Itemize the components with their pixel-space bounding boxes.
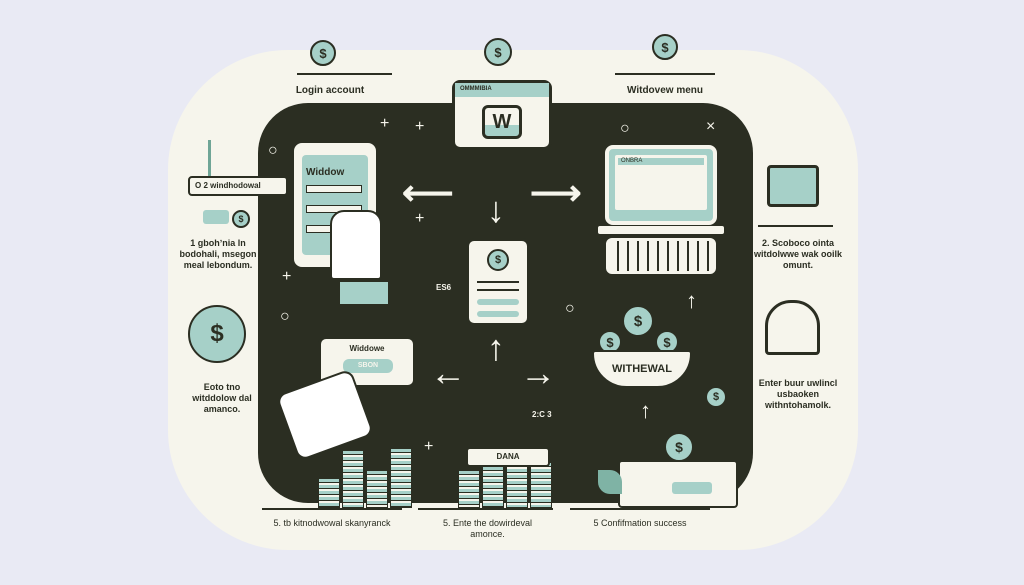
- card-title: Widdowe: [349, 344, 385, 353]
- divider: [418, 508, 553, 510]
- coin-stack: [458, 470, 480, 508]
- banknote-icon: [618, 460, 738, 508]
- laptop-screen: ONBRA: [605, 145, 717, 225]
- speech-bubble: O 2 windhodowal: [188, 176, 288, 196]
- divider: [262, 508, 402, 510]
- coin-icon: $: [664, 432, 694, 462]
- divider: [297, 73, 392, 75]
- step5a-text: 5. tb kitnodwowal skanyranck: [273, 518, 391, 528]
- arrow-left-icon: ⟵: [402, 172, 454, 213]
- plus-icon: +: [380, 115, 390, 132]
- box-label: DANA: [496, 452, 520, 461]
- arrow-right-icon: ⟶: [530, 172, 582, 213]
- pot-icon: [203, 210, 229, 224]
- divider: [615, 73, 715, 75]
- coin-stack: [390, 448, 412, 508]
- desktop-icon: [767, 165, 819, 207]
- coin-stack: [366, 470, 388, 508]
- coin-icon: $: [484, 38, 512, 66]
- divider: [570, 508, 710, 510]
- speech-bubble-text: O 2 windhodowal: [195, 181, 261, 190]
- coin-stack: [530, 462, 552, 508]
- arrow-right-icon: →: [520, 352, 556, 393]
- phone-title: Widdow: [306, 167, 345, 178]
- step1-text: 1 gbohʼnia ln bodohali, msegon meal lebo…: [179, 238, 257, 270]
- circle-icon: ○: [620, 120, 630, 137]
- coin-icon: $: [622, 305, 654, 337]
- arrow-up-icon: ↑: [487, 327, 505, 368]
- arrow-up-icon: ↑: [640, 398, 651, 423]
- close-icon: ×: [706, 118, 716, 135]
- browser-window: OMMMIBIA W: [452, 80, 552, 150]
- circle-icon: ○: [268, 142, 278, 159]
- dana-box: DANA: [466, 447, 550, 467]
- arrow-left-icon: ←: [430, 352, 466, 393]
- hand-pointer-icon: [330, 210, 382, 280]
- coin-target-icon: $: [188, 305, 246, 363]
- circle-icon: ○: [280, 308, 290, 325]
- plus-icon: +: [415, 118, 425, 135]
- coin-icon: $: [705, 386, 727, 408]
- coin-stack: [482, 460, 504, 508]
- small-text: ES6: [436, 283, 452, 292]
- circle-icon: ○: [565, 300, 575, 317]
- plus-icon: +: [424, 438, 434, 455]
- step4-text: Eoto tno witddolow dal amanco.: [192, 382, 252, 414]
- bowl-label: WITHEWAL: [612, 363, 672, 375]
- step5b-text: 5. Ente the dowirdeval amonce.: [442, 518, 533, 539]
- laptop-header: ONBRA: [618, 158, 704, 165]
- withdraw-card: Widdowe SBON: [318, 336, 416, 388]
- plant-icon: [208, 140, 230, 176]
- browser-logo: W: [482, 105, 522, 139]
- step5c-text: 5 Confifmation success: [593, 518, 687, 528]
- coin-stack: [318, 478, 340, 508]
- coin-icon: $: [310, 40, 336, 66]
- laptop-base: [598, 226, 724, 234]
- plus-icon: +: [415, 210, 425, 227]
- leaf-icon: [598, 470, 622, 494]
- small-text: 2:C 3: [532, 410, 552, 419]
- coin-icon: $: [652, 34, 678, 60]
- coin-icon: $: [487, 249, 509, 271]
- receipt-document: $: [466, 238, 530, 326]
- browser-header: OMMMIBIA: [455, 83, 549, 97]
- step3-text: Enter buur uwlincl usbaoken withntohamol…: [758, 378, 838, 410]
- plus-icon: +: [282, 268, 292, 285]
- divider: [758, 225, 833, 227]
- coin-stack: [506, 462, 528, 508]
- coin-stack: [342, 450, 364, 508]
- arrow-down-icon: ↓: [487, 189, 505, 230]
- withdraw-menu-label: Witdovew menu: [626, 85, 704, 96]
- keyboard-icon: [606, 238, 716, 274]
- phone-menu-item[interactable]: [306, 185, 362, 193]
- sleeve: [340, 282, 388, 304]
- bank-icon: [765, 300, 820, 355]
- arrow-up-icon: ↑: [686, 288, 697, 313]
- coin-icon: $: [232, 210, 250, 228]
- card-button[interactable]: SBON: [343, 359, 393, 373]
- laptop-content: ONBRA: [615, 155, 707, 210]
- login-account-label: Login account: [295, 85, 365, 96]
- step2-text: 2. Scoboco ointa witdolwwe wak ooilk omu…: [753, 238, 842, 270]
